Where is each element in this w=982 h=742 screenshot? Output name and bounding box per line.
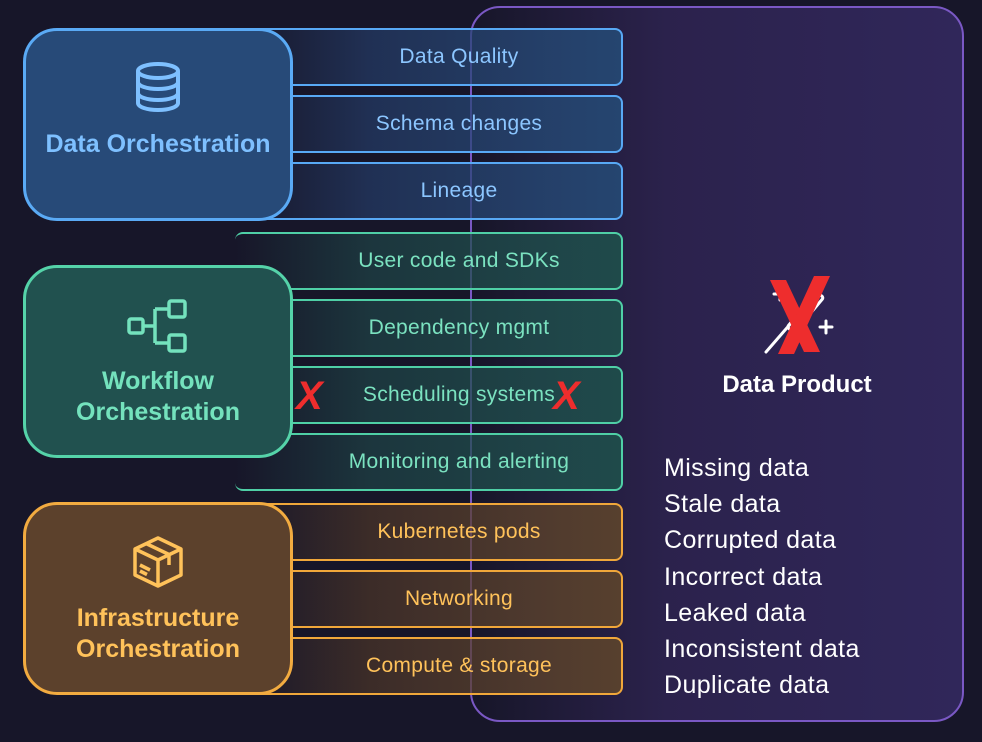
layer-item-schema-changes: Schema changes	[235, 95, 623, 153]
layer-item-compute-storage: Compute & storage	[235, 637, 623, 695]
package-box-icon	[123, 535, 193, 591]
layer-item-data-quality: Data Quality	[235, 28, 623, 86]
data-orchestration-box: Data Orchestration	[23, 28, 293, 221]
infrastructure-orchestration-box: Infrastructure Orchestration	[23, 502, 293, 695]
layer-item-scheduling-systems: Scheduling systems	[235, 366, 623, 424]
workflow-orchestration-title: Workflow Orchestration	[76, 367, 240, 426]
list-item: Missing data	[664, 454, 810, 482]
workflow-tree-icon	[123, 298, 193, 354]
list-item: Inconsistent data	[664, 635, 860, 664]
infrastructure-orchestration-title: Infrastructure Orchestration	[76, 604, 240, 663]
workflow-orchestration-box: Workflow Orchestration	[23, 265, 293, 458]
data-product-title: Data Product	[722, 371, 872, 398]
list-item: Stale data	[664, 490, 781, 519]
layer-item-networking: Networking	[235, 570, 623, 628]
list-item: Corrupted data	[664, 526, 837, 555]
database-icon	[123, 61, 193, 117]
list-item: Incorrect data	[664, 562, 823, 591]
layer-item-user-code: User code and SDKs	[235, 232, 623, 290]
x-mark-icon: X	[553, 374, 580, 418]
data-orchestration-title: Data Orchestration	[45, 130, 271, 158]
layer-item-dependency-mgmt: Dependency mgmt	[235, 299, 623, 357]
layer-item-monitoring: Monitoring and alerting	[235, 433, 623, 491]
sparkle-wand-crossed-icon	[752, 270, 842, 360]
x-mark-icon: X	[296, 374, 323, 418]
layer-item-lineage: Lineage	[235, 162, 623, 220]
data-issues-list: Missing data Stale data Corrupted data I…	[664, 450, 860, 703]
list-item: Duplicate data	[664, 671, 830, 700]
layer-item-kubernetes-pods: Kubernetes pods	[235, 503, 623, 561]
list-item: Leaked data	[664, 598, 807, 627]
